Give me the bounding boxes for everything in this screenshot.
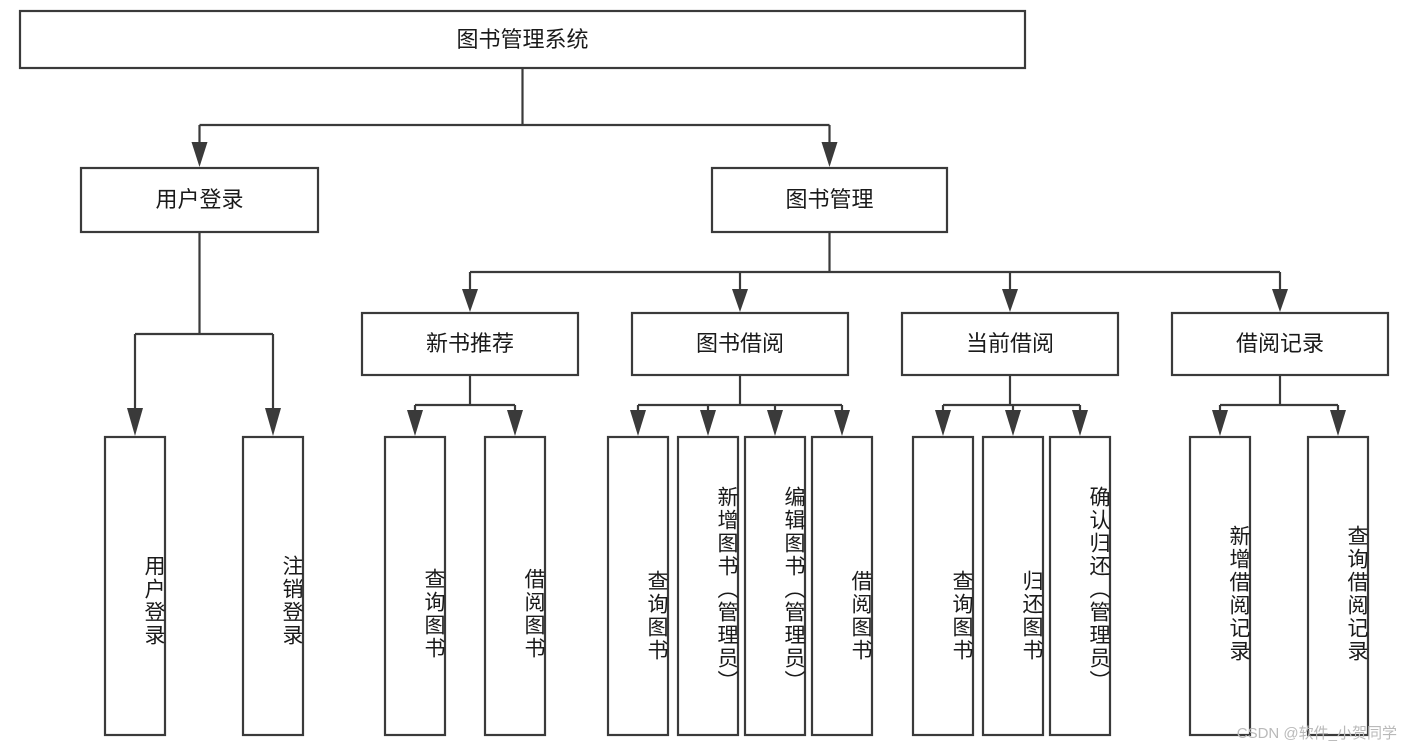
- arrow-head-icon: [191, 142, 208, 167]
- node-borrow-record[interactable]: 借阅记录: [1170, 311, 1390, 377]
- node-label-current-borrow: 当前借阅: [966, 331, 1054, 356]
- arrow-head-icon: [1002, 289, 1018, 312]
- leaf-box-query-book-bb[interactable]: [606, 435, 670, 737]
- leaf-box-group: [103, 435, 1370, 737]
- node-current-borrow[interactable]: 当前借阅: [900, 311, 1120, 377]
- leaf-box-user-login[interactable]: [103, 435, 167, 737]
- arrow-head-icon: [1072, 410, 1088, 436]
- node-label-book-mgmt: 图书管理: [785, 187, 873, 212]
- node-root[interactable]: 图书管理系统: [18, 9, 1027, 70]
- edge-group-root: [191, 68, 838, 167]
- arrow-head-icon: [1272, 289, 1288, 312]
- leaf-box-edit-book-admin[interactable]: [743, 435, 807, 737]
- leaf-box-logout[interactable]: [241, 435, 305, 737]
- leaf-box-query-borrow-record[interactable]: [1306, 435, 1370, 737]
- edge-group-user-login: [127, 232, 281, 436]
- arrow-head-icon: [127, 408, 143, 436]
- leaf-box-add-book-admin[interactable]: [676, 435, 740, 737]
- leaf-box-confirm-return-admin[interactable]: [1048, 435, 1112, 737]
- arrow-head-icon: [700, 410, 716, 436]
- node-label-root: 图书管理系统: [456, 27, 588, 52]
- node-box-book-borrow[interactable]: [630, 311, 850, 377]
- leaf-box-query-book-nbr[interactable]: [383, 435, 447, 737]
- edge-group-book-mgmt: [462, 232, 1288, 312]
- arrow-head-icon: [935, 410, 951, 436]
- node-label-user-login: 用户登录: [155, 187, 243, 212]
- arrow-head-icon: [507, 410, 523, 436]
- node-book-mgmt[interactable]: 图书管理: [710, 166, 949, 234]
- node-user-login[interactable]: 用户登录: [79, 166, 320, 234]
- node-box-current-borrow[interactable]: [900, 311, 1120, 377]
- arrow-head-icon: [265, 408, 281, 436]
- edge-group-borrow-record: [1212, 375, 1346, 436]
- edge-group-book-borrow: [630, 375, 850, 436]
- edge-group-new-book-rec: [407, 375, 523, 436]
- leaf-box-add-borrow-record[interactable]: [1188, 435, 1252, 737]
- node-label-book-borrow: 图书借阅: [696, 331, 784, 356]
- leaf-box-borrow-book-nbr[interactable]: [483, 435, 547, 737]
- arrow-head-icon: [1005, 410, 1021, 436]
- leaf-box-query-book-cb[interactable]: [911, 435, 975, 737]
- leaf-box-borrow-book-bb[interactable]: [810, 435, 874, 737]
- arrow-head-icon: [630, 410, 646, 436]
- arrow-head-icon: [834, 410, 850, 436]
- node-label-new-book-rec: 新书推荐: [426, 331, 514, 356]
- node-box-borrow-record[interactable]: [1170, 311, 1390, 377]
- node-box-new-book-rec[interactable]: [360, 311, 580, 377]
- arrow-head-icon: [732, 289, 748, 312]
- arrow-head-icon: [407, 410, 423, 436]
- node-new-book-rec[interactable]: 新书推荐: [360, 311, 580, 377]
- node-box-user-login[interactable]: [79, 166, 320, 234]
- edge-group-current-borrow: [935, 375, 1088, 436]
- arrow-head-icon: [1330, 410, 1346, 436]
- node-book-borrow[interactable]: 图书借阅: [630, 311, 850, 377]
- arrow-head-icon: [1212, 410, 1228, 436]
- node-box-root[interactable]: [18, 9, 1027, 70]
- node-label-borrow-record: 借阅记录: [1236, 331, 1324, 356]
- arrow-head-icon: [821, 142, 838, 167]
- leaf-box-return-book[interactable]: [981, 435, 1045, 737]
- node-box-book-mgmt[interactable]: [710, 166, 949, 234]
- arrow-head-icon: [462, 289, 478, 312]
- watermark-label: CSDN @软件_小贺同学: [1236, 725, 1397, 742]
- arrow-head-icon: [767, 410, 783, 436]
